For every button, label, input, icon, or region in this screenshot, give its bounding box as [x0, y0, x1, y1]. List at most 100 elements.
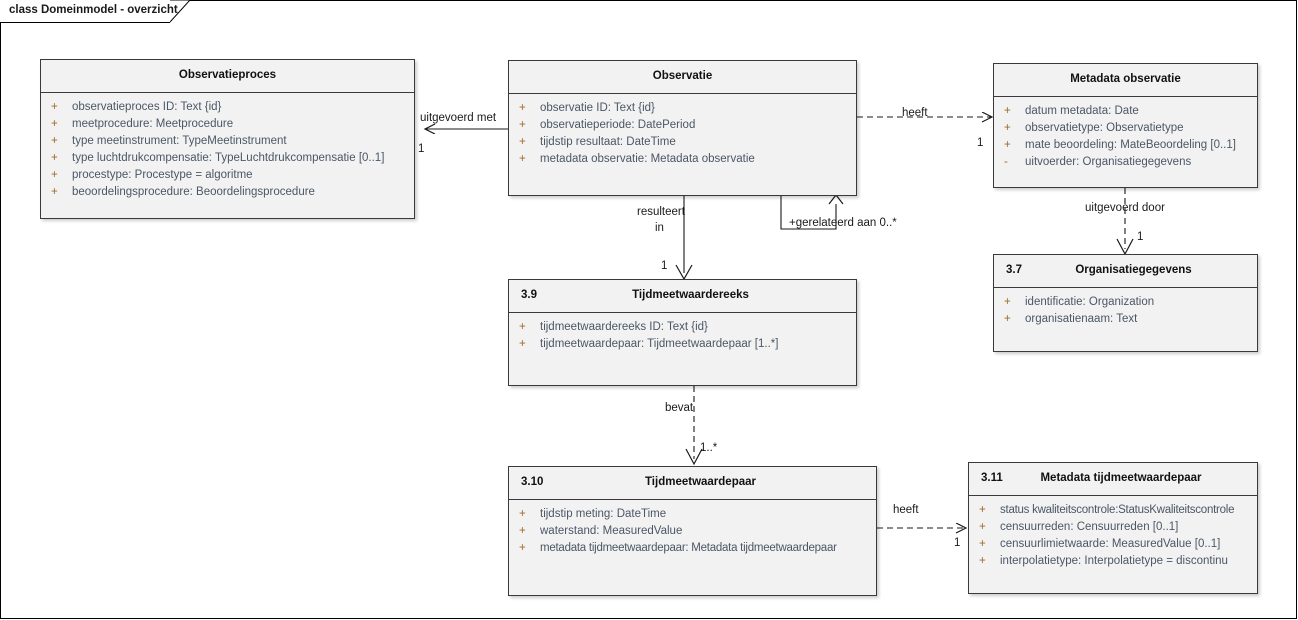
class-name-tijdmeetwaardepaar: Tijdmeetwaardepaar [644, 476, 756, 488]
class-name-observatie: Observatie [652, 70, 713, 82]
attribute-row: + identificatie: Organization [994, 294, 1257, 311]
class-header-observatieproces: Observatieproces [41, 60, 414, 93]
attribute-row: + metadata tijdmeetwaardepaar: Metadata … [509, 540, 876, 557]
class-header-metadata-tijdmeetwaardepaar: 3.11 Metadata tijdmeetwaardepaar [969, 463, 1257, 496]
attribute-text: mate beoordeling: MateBeoordeling [0..1] [1025, 139, 1236, 151]
attribute-text: tijdstip resultaat: DateTime [540, 136, 676, 148]
visibility-marker: + [979, 555, 986, 567]
class-header-tijdmeetwaardepaar: 3.10 Tijdmeetwaardepaar [509, 467, 876, 500]
connector-label-uitgevoerd-door: uitgevoerd door [1085, 202, 1165, 214]
multiplicity-resulteert-in: 1 [661, 260, 668, 272]
class-header-metadata-observatie: Metadata observatie [994, 64, 1257, 97]
attribute-row: + datum metadata: Date [994, 103, 1257, 120]
attribute-text: datum metadata: Date [1025, 105, 1139, 117]
connector-label-bevat: bevat [665, 402, 694, 414]
attribute-text: beoordelingsprocedure: Beoordelingsproce… [72, 186, 315, 198]
attribute-row: + tijdmeetwaardereeks ID: Text {id} [509, 319, 856, 336]
attribute-row: + organisatienaam: Text [994, 311, 1257, 328]
visibility-marker: + [519, 508, 526, 520]
attribute-text: metadata observatie: Metadata observatie [540, 153, 755, 165]
visibility-marker: + [51, 169, 58, 181]
attribute-text: observatieproces ID: Text {id} [72, 101, 222, 113]
class-box-metadata-tijdmeetwaardepaar[interactable]: 3.11 Metadata tijdmeetwaardepaar + statu… [968, 462, 1258, 594]
class-name-metadata-tijdmeetwaardepaar: Metadata tijdmeetwaardepaar [1040, 472, 1202, 484]
visibility-marker: + [51, 118, 58, 130]
visibility-marker: + [979, 538, 986, 550]
attribute-row: + interpolatietype: Interpolatietype = d… [969, 553, 1257, 570]
attribute-row: + type meetinstrument: TypeMeetinstrumen… [41, 133, 414, 150]
attribute-text: waterstand: MeasuredValue [540, 525, 683, 537]
class-name-organisatiegegevens: Organisatiegegevens [1075, 264, 1192, 276]
visibility-marker: + [519, 338, 526, 350]
attribute-row: + metadata observatie: Metadata observat… [509, 151, 856, 168]
attribute-row: + meetprocedure: Meetprocedure [41, 116, 414, 133]
class-box-metadata-observatie[interactable]: Metadata observatie + datum metadata: Da… [993, 63, 1258, 188]
class-header-observatie: Observatie [509, 61, 856, 94]
attribute-row: + tijdmeetwaardepaar: Tijdmeetwaardepaar… [509, 336, 856, 353]
connector-label-resulteert-in-line2: in [655, 222, 664, 234]
class-header-tijdmeetwaardereeks: 3.9 Tijdmeetwaardereeks [509, 280, 856, 313]
attribute-text: meetprocedure: Meetprocedure [72, 118, 234, 130]
attribute-text: tijdstip meting: DateTime [540, 508, 667, 520]
connector-label-gerelateerd-aan: +gerelateerd aan 0..* [789, 217, 897, 229]
attribute-row: + tijdstip meting: DateTime [509, 506, 876, 523]
class-attributes-tijdmeetwaardepaar: + tijdstip meting: DateTime + waterstand… [509, 500, 876, 557]
visibility-marker: + [519, 119, 526, 131]
attribute-row: + censuurlimietwaarde: MeasuredValue [0.… [969, 536, 1257, 553]
attribute-text: procestype: Procestype = algoritme [72, 169, 253, 181]
attribute-row: + observatie ID: Text {id} [509, 100, 856, 117]
attribute-text: metadata tijdmeetwaardepaar: Metadata ti… [540, 542, 837, 554]
multiplicity-heeft-metadata-tijdmeetwaardepaar: 1 [954, 537, 961, 549]
attribute-text: observatieperiode: DatePeriod [540, 119, 696, 131]
connector-label-heeft-metadata-tijdmeetwaardepaar: heeft [893, 504, 919, 516]
class-name-tijdmeetwaardereeks: Tijdmeetwaardereeks [632, 289, 749, 301]
title-tab-slant-icon [170, 0, 191, 23]
class-attributes-metadata-tijdmeetwaardepaar: + status kwaliteitscontrole:StatusKwalit… [969, 496, 1257, 570]
attribute-text: observatie ID: Text {id} [540, 102, 655, 114]
class-number-organisatiegegevens: 3.7 [1006, 264, 1022, 276]
visibility-marker: + [519, 102, 526, 114]
attribute-text: status kwaliteitscontrole:StatusKwalitei… [1000, 504, 1235, 516]
visibility-marker: + [519, 542, 526, 554]
class-box-tijdmeetwaardereeks[interactable]: 3.9 Tijdmeetwaardereeks + tijdmeetwaarde… [508, 279, 857, 386]
class-attributes-organisatiegegevens: + identificatie: Organization + organisa… [994, 288, 1257, 328]
attribute-text: tijdmeetwaardepaar: Tijdmeetwaardepaar [… [540, 338, 779, 350]
visibility-marker: - [1004, 156, 1008, 168]
attribute-row: + type luchtdrukcompensatie: TypeLuchtdr… [41, 150, 414, 167]
attribute-row: + beoordelingsprocedure: Beoordelingspro… [41, 184, 414, 201]
attribute-row: + procestype: Procestype = algoritme [41, 167, 414, 184]
attribute-row: - uitvoerder: Organisatiegegevens [994, 154, 1257, 171]
connector-label-resulteert-in-line1: resulteert [637, 206, 685, 218]
visibility-marker: + [1004, 313, 1011, 325]
multiplicity-bevat: 1..* [700, 442, 718, 454]
attribute-text: censuurlimietwaarde: MeasuredValue [0..1… [1000, 538, 1221, 550]
class-box-organisatiegegevens[interactable]: 3.7 Organisatiegegevens + identificatie:… [993, 254, 1258, 352]
attribute-row: + mate beoordeling: MateBeoordeling [0..… [994, 137, 1257, 154]
class-box-observatieproces[interactable]: Observatieproces + observatieproces ID: … [40, 59, 415, 219]
class-box-observatie[interactable]: Observatie + observatie ID: Text {id} + … [508, 60, 857, 196]
class-name-metadata-observatie: Metadata observatie [1070, 73, 1181, 85]
class-number-tijdmeetwaardereeks: 3.9 [521, 289, 537, 301]
visibility-marker: + [51, 101, 58, 113]
visibility-marker: + [1004, 296, 1011, 308]
multiplicity-heeft-metadata-observatie: 1 [977, 137, 984, 149]
class-attributes-metadata-observatie: + datum metadata: Date + observatietype:… [994, 97, 1257, 171]
multiplicity-uitgevoerd-met: 1 [418, 143, 425, 155]
connector-label-uitgevoerd-met: uitgevoerd met [420, 112, 497, 124]
attribute-text: uitvoerder: Organisatiegegevens [1025, 156, 1192, 168]
title-tab-underline [0, 22, 170, 23]
attribute-row: + observatietype: Observatietype [994, 120, 1257, 137]
visibility-marker: + [519, 153, 526, 165]
visibility-marker: + [519, 136, 526, 148]
attribute-text: censuurreden: Censuurreden [0..1] [1000, 521, 1179, 533]
visibility-marker: + [51, 186, 58, 198]
attribute-row: + tijdstip resultaat: DateTime [509, 134, 856, 151]
class-box-tijdmeetwaardepaar[interactable]: 3.10 Tijdmeetwaardepaar + tijdstip metin… [508, 466, 877, 596]
class-attributes-tijdmeetwaardereeks: + tijdmeetwaardereeks ID: Text {id} + ti… [509, 313, 856, 353]
attribute-text: observatietype: Observatietype [1025, 122, 1184, 134]
connector-label-heeft-metadata-observatie: heeft [902, 107, 928, 119]
visibility-marker: + [1004, 122, 1011, 134]
attribute-text: type meetinstrument: TypeMeetinstrument [72, 135, 287, 147]
attribute-text: tijdmeetwaardereeks ID: Text {id} [540, 321, 708, 333]
class-attributes-observatieproces: + observatieproces ID: Text {id} + meetp… [41, 93, 414, 201]
